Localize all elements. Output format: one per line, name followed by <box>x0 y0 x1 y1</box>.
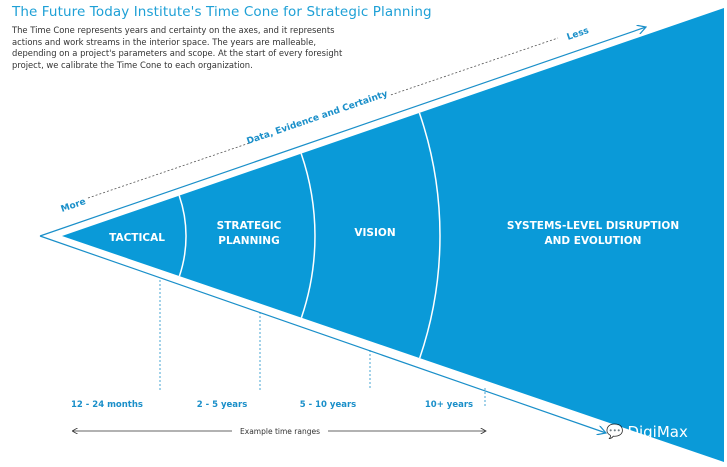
time-cone <box>62 8 724 462</box>
less-label: Less <box>566 26 591 43</box>
time-range-2: 2 - 5 years <box>197 400 248 410</box>
more-label: More <box>60 197 88 215</box>
time-axis-label: Example time ranges <box>240 427 320 436</box>
chat-bubble-icon: 💬 <box>606 424 624 440</box>
time-range-1: 12 - 24 months <box>71 400 143 410</box>
watermark: 💬 DigiMax <box>606 423 688 441</box>
zone-strategic-line2: PLANNING <box>218 235 279 247</box>
zone-systems-line2: AND EVOLUTION <box>545 235 642 247</box>
cone-outline-upper <box>39 27 646 237</box>
time-range-4: 10+ years <box>425 400 473 410</box>
zone-tactical: TACTICAL <box>109 232 165 244</box>
watermark-text: DigiMax <box>627 423 688 441</box>
zone-arc-2 <box>300 153 316 318</box>
zone-arc-3 <box>418 112 441 359</box>
zone-arc-1 <box>178 195 187 277</box>
cone-outline-lower <box>39 235 606 433</box>
zone-strategic-line1: STRATEGIC <box>217 220 282 232</box>
zone-vision: VISION <box>354 227 395 239</box>
page-title: The Future Today Institute's Time Cone f… <box>12 4 432 20</box>
zone-systems-line1: SYSTEMS-LEVEL DISRUPTION <box>507 220 679 232</box>
time-range-3: 5 - 10 years <box>300 400 356 410</box>
description: The Time Cone represents years and certa… <box>12 25 343 70</box>
